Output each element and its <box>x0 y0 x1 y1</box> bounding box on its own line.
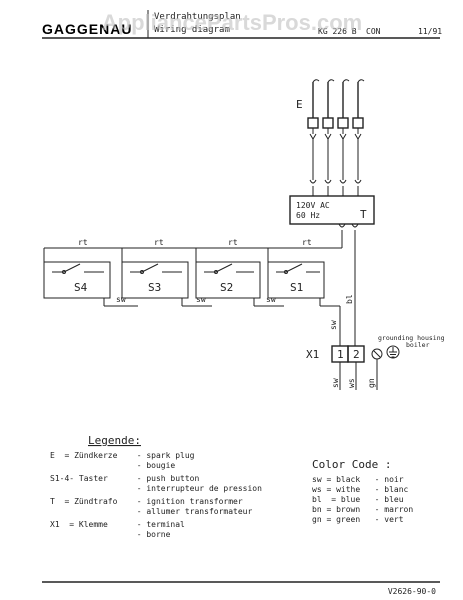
title-en: Wiring diagram <box>154 25 230 35</box>
model-suffix: CON <box>366 27 381 36</box>
terminal-x1: X1 1 2 sw ws <box>306 345 365 390</box>
switch-s4-label: S4 <box>74 281 88 294</box>
watermark: AppliancePartsPros.com <box>102 10 362 35</box>
color-code-item-1: ws = withe - blanc <box>312 485 409 494</box>
title-de: Verdrahtungsplan <box>154 12 241 22</box>
transformer-label: T <box>360 208 367 221</box>
legend-item-5: - allumer transformateur <box>50 507 252 516</box>
color-code: Color Code : sw = black - noir ws = with… <box>312 458 413 524</box>
sw-wiring: sw sw sw sw <box>103 295 341 346</box>
wire-sw-1: sw <box>116 295 126 304</box>
wire-rt-4: rt <box>302 238 312 247</box>
color-code-item-2: bl = blue - bleu <box>312 495 404 504</box>
color-code-item-3: bn = brown - marron <box>312 505 413 514</box>
legend-item-3: - interrupteur de pression <box>50 484 262 493</box>
doc-number: V2626-90-0 <box>388 587 436 596</box>
switch-s2-label: S2 <box>220 281 233 294</box>
brand-logo: GAGGENAU <box>42 21 132 37</box>
grounding: gn grounding housing boiler <box>367 334 445 390</box>
legend: Legende: E = Zündkerze - spark plug - bo… <box>50 434 262 539</box>
wire-sw-vertical: sw <box>329 320 338 330</box>
wire-ws-terminal: ws <box>347 378 356 388</box>
legend-item-6: X1 = Klemme - terminal <box>50 520 185 529</box>
legend-item-4: T = Zündtrafo - ignition transformer <box>50 497 243 506</box>
wire-sw-3: sw <box>266 295 276 304</box>
wire-rt-1: rt <box>78 238 88 247</box>
terminal-1-label: 1 <box>337 348 344 361</box>
switch-s1: S1 <box>267 261 325 299</box>
legend-title: Legende: <box>88 434 141 447</box>
ignition-transformer: 120V AC 60 Hz T <box>289 195 375 228</box>
color-code-item-0: sw = black - noir <box>312 475 404 484</box>
spark-plug-4 <box>352 79 365 180</box>
grounding-boiler-label: boiler <box>406 341 430 349</box>
wire-rt-3: rt <box>228 238 238 247</box>
spark-plug-1 <box>307 79 320 180</box>
terminal-label: X1 <box>306 348 319 361</box>
switch-s3: S3 <box>121 261 189 299</box>
plug-connectors <box>309 179 362 196</box>
bl-wiring: bl <box>345 230 356 346</box>
color-code-title: Color Code : <box>312 458 391 471</box>
transformer-frequency: 60 Hz <box>296 211 320 220</box>
wire-sw-2: sw <box>196 295 206 304</box>
date: 11/91 <box>418 27 442 36</box>
spark-plugs: E <box>296 79 365 180</box>
plug-label: E <box>296 98 303 111</box>
color-code-item-4: gn = green - vert <box>312 515 404 524</box>
switch-s2: S2 <box>195 261 261 299</box>
wire-bl: bl <box>345 294 354 304</box>
grounding-housing-label: grounding housing <box>378 334 445 342</box>
legend-item-2: S1-4- Taster - push button <box>50 474 199 483</box>
spark-plug-2 <box>322 79 335 180</box>
legend-item-0: E = Zündkerze - spark plug <box>50 451 195 460</box>
wire-rt-2: rt <box>154 238 164 247</box>
switch-s3-label: S3 <box>148 281 161 294</box>
legend-item-1: - bougie <box>50 461 175 470</box>
switch-s4: S4 <box>43 261 111 299</box>
transformer-box <box>289 195 375 225</box>
spark-plug-3 <box>337 79 350 180</box>
legend-item-7: - borne <box>50 530 171 539</box>
terminal-2-label: 2 <box>353 348 360 361</box>
wire-gn: gn <box>367 378 376 388</box>
transformer-voltage: 120V AC <box>296 201 330 210</box>
wire-sw-terminal: sw <box>331 378 340 388</box>
ground-symbol-icon <box>386 345 400 359</box>
model-number: KG 226 B <box>318 27 357 36</box>
rt-wiring: rt rt rt rt <box>43 230 343 272</box>
switch-s1-label: S1 <box>290 281 303 294</box>
